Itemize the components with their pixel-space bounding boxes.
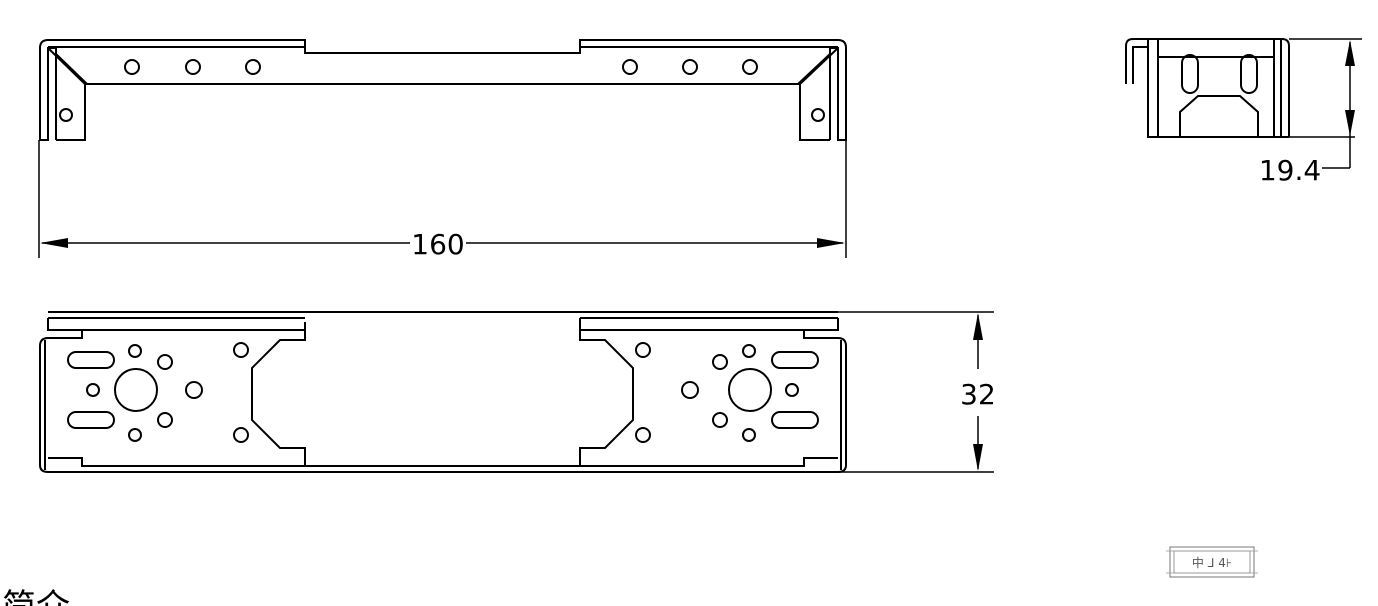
right-hole-pattern [635, 342, 819, 443]
stamp-text: 中 ⅃ 4⊦ [1192, 555, 1232, 570]
dimension-width: 32 [838, 311, 996, 473]
caption-partial: 简介 [2, 587, 70, 606]
front-view: 160 [38, 39, 847, 261]
top-view: 32 [39, 311, 996, 473]
front-holes [59, 59, 825, 122]
dimension-height-label: 19.4 [1259, 154, 1321, 187]
dimension-height: 19.4 [1259, 38, 1362, 187]
dimension-length: 160 [38, 140, 847, 261]
left-hole-pattern [67, 342, 249, 443]
stamp: 中 ⅃ 4⊦ [1166, 546, 1258, 578]
dimension-width-label: 32 [960, 378, 996, 411]
dimension-length-label: 160 [411, 228, 464, 261]
side-view: 19.4 [1125, 38, 1362, 187]
